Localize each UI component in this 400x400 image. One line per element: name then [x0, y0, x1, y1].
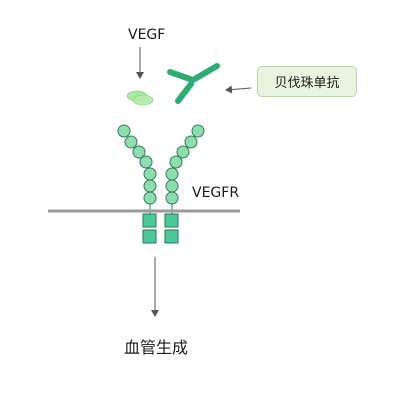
antibody-bevacizumab	[167, 63, 220, 104]
drug-label-box: 贝伐珠单抗	[257, 66, 357, 97]
vegf-ligand	[126, 90, 154, 106]
vegfr-right-chain	[165, 124, 205, 205]
vegf-label: VEGF	[128, 27, 166, 43]
vegfr-kinase-domains	[142, 213, 179, 244]
drug-pointer-arrow	[225, 85, 252, 94]
angiogenesis-label: 血管生成	[124, 338, 189, 357]
vegfr-left-chain	[117, 124, 157, 205]
vegfr-label: VEGFR	[192, 185, 240, 201]
drug-label: 贝伐珠单抗	[274, 76, 340, 91]
